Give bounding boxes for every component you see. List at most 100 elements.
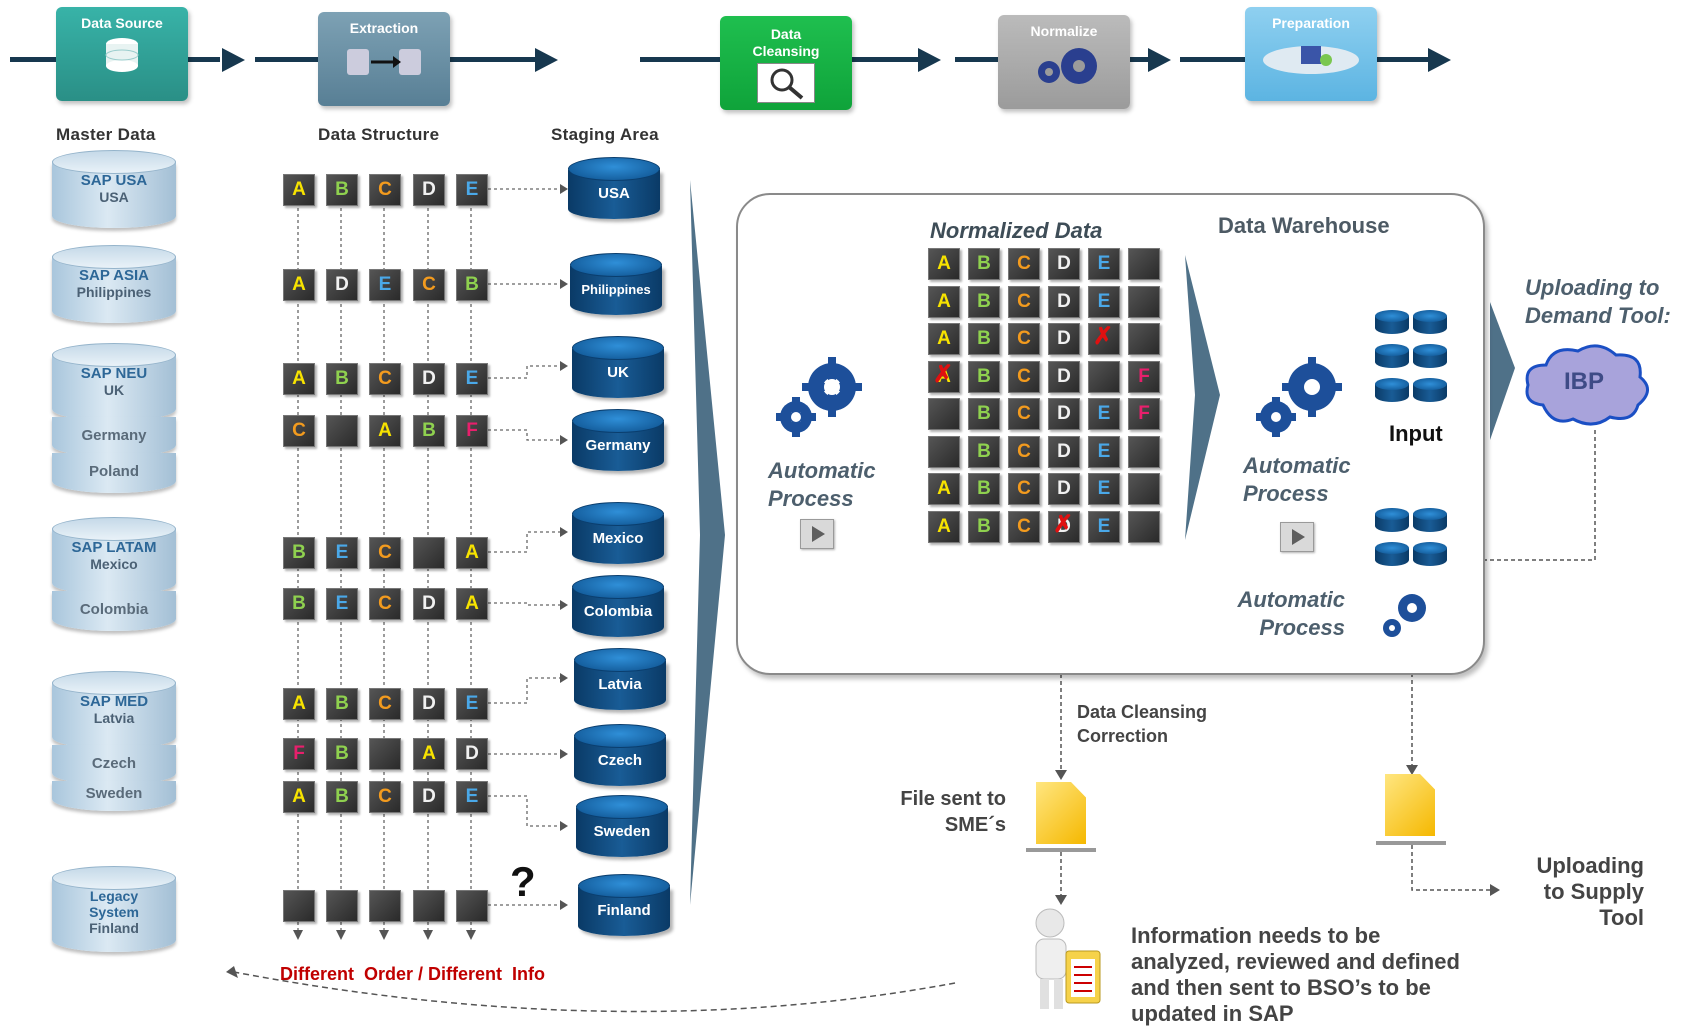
document-shadow (1376, 841, 1446, 845)
normalized-cell: D (1048, 360, 1080, 393)
data-structure-heading: Data Structure (318, 125, 440, 144)
stage-data-source: Data Source (56, 7, 188, 101)
staging-area-heading: Staging Area (551, 125, 659, 144)
normalized-cell (1128, 248, 1160, 280)
structure-cell: D (413, 781, 445, 813)
staging-db: Mexico (572, 502, 664, 564)
play-button[interactable] (1280, 522, 1314, 552)
normalized-cell: D (1048, 285, 1080, 318)
normalized-cell: A (928, 473, 960, 505)
document-icon (1036, 782, 1086, 844)
structure-cell: B (413, 415, 445, 447)
structure-cell: E (456, 688, 488, 720)
structure-cell (326, 890, 358, 922)
document-icon (1385, 774, 1435, 836)
normalized-cell: A✗ (928, 360, 960, 393)
structure-cell: B (326, 738, 358, 770)
normalized-cell: B (968, 285, 1000, 318)
error-x-icon: ✗ (1053, 510, 1074, 538)
database-icon (105, 38, 139, 72)
normalized-cell: B (968, 248, 1000, 280)
structure-cell (283, 890, 315, 922)
structure-cell: C (369, 588, 401, 620)
ibp-label: IBP (1564, 368, 1605, 395)
normalized-cell: E (1088, 435, 1120, 468)
structure-cell: D (413, 174, 445, 206)
input-label: Input (1389, 421, 1443, 446)
gears-icon (776, 357, 862, 437)
staging-db: Germany (572, 409, 664, 471)
normalized-cell: C (1008, 510, 1040, 543)
structure-cell: B (283, 588, 315, 620)
normalized-data-title: Normalized Data (930, 218, 1103, 243)
structure-cell: B (326, 363, 358, 395)
structure-cell: F (283, 738, 315, 770)
stage-extraction: Extraction (318, 12, 450, 106)
normalized-cell: F (1128, 398, 1160, 430)
structure-cell (413, 537, 445, 569)
normalized-cell (1128, 323, 1160, 355)
normalized-cell: A (928, 285, 960, 318)
structure-cell: A (283, 688, 315, 720)
normalized-cell: C (1008, 323, 1040, 355)
person-clipboard-icon (1035, 908, 1101, 1009)
normalized-cell: C (1008, 473, 1040, 505)
normalized-cell: C (1008, 285, 1040, 318)
data-warehouse-title: Data Warehouse (1218, 213, 1390, 238)
structure-cell: E (326, 588, 358, 620)
structure-cell: A (283, 363, 315, 395)
normalized-cell (1128, 510, 1160, 543)
structure-cell: B (283, 537, 315, 569)
magnifier-icon (757, 63, 815, 103)
structure-cell (456, 890, 488, 922)
normalized-cell: C (1008, 360, 1040, 393)
structure-cell: C (369, 781, 401, 813)
structure-cell: C (413, 269, 445, 301)
normalized-cell: D (1048, 248, 1080, 280)
warehouse-chevron (1185, 255, 1220, 540)
structure-cell: D (413, 363, 445, 395)
output-database-stack (1375, 508, 1455, 574)
staging-db: Philippines (570, 253, 662, 315)
structure-cell: A (456, 537, 488, 569)
structure-cell: A (283, 174, 315, 206)
normalized-cell (1128, 473, 1160, 505)
preparation-icon (1263, 46, 1359, 74)
structure-cell (369, 738, 401, 770)
staging-db: Latvia (574, 648, 666, 710)
normalized-cell: ✗ (1088, 323, 1120, 355)
structure-cell: B (326, 174, 358, 206)
different-order-label: Different Order / Different Info (280, 964, 546, 984)
structure-cell: D (413, 688, 445, 720)
normalized-cell: B (968, 398, 1000, 430)
normalized-cell (928, 398, 960, 430)
structure-cell: D (456, 738, 488, 770)
normalized-cell (1128, 435, 1160, 468)
structure-cell: A (283, 781, 315, 813)
structure-cell: E (369, 269, 401, 301)
normalized-cell: F (1128, 360, 1160, 393)
normalized-cell: B (968, 360, 1000, 393)
normalized-cell: A (928, 323, 960, 355)
staging-db: USA (568, 157, 660, 219)
structure-cell: C (369, 174, 401, 206)
normalized-cell: A (928, 248, 960, 280)
normalized-cell (928, 435, 960, 468)
staging-db: UK (572, 336, 664, 398)
structure-cell: E (456, 363, 488, 395)
normalized-cell: E (1088, 510, 1120, 543)
structure-cell: C (369, 363, 401, 395)
error-x-icon: ✗ (933, 360, 954, 388)
normalized-cell: E (1088, 398, 1120, 430)
structure-cell: C (369, 537, 401, 569)
structure-cell: D (413, 588, 445, 620)
structure-cell: E (456, 781, 488, 813)
normalized-cell: E (1088, 248, 1120, 280)
play-button[interactable] (800, 519, 834, 549)
